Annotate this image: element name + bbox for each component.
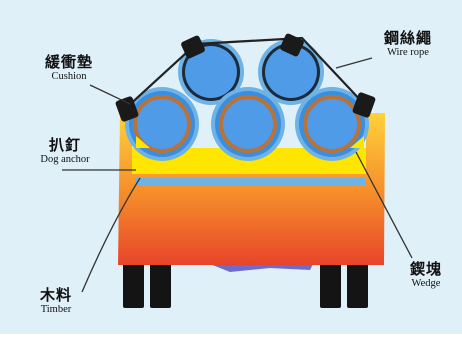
leader-wire-rope — [335, 57, 373, 69]
cushion-pad — [181, 35, 205, 59]
wheel-right-2 — [347, 262, 368, 308]
pipe — [211, 87, 285, 161]
label-wedge: 鍥塊 Wedge — [398, 260, 454, 289]
leader-lines — [62, 57, 413, 293]
label-wire-rope-zh: 鋼絲繩 — [383, 29, 432, 47]
truck-frame — [118, 113, 385, 265]
wire-rope — [125, 36, 365, 109]
cushion-pad — [280, 33, 304, 57]
wheel-right-1 — [320, 262, 341, 308]
label-cushion-zh: 緩衝墊 — [44, 53, 93, 71]
timber-strip — [135, 178, 365, 186]
label-wedge-en: Wedge — [411, 277, 441, 289]
wedges — [136, 136, 364, 148]
label-wedge-zh: 鍥塊 — [409, 260, 442, 278]
label-cushion-en: Cushion — [51, 70, 87, 82]
label-dog-anchor: 扒釘 Dog anchor — [22, 136, 108, 165]
pipes — [125, 39, 369, 161]
cushions — [115, 33, 376, 122]
wheels — [123, 262, 368, 308]
pipe — [258, 39, 324, 105]
label-timber-zh: 木料 — [39, 286, 72, 304]
label-wire-rope: 鋼絲繩 Wire rope — [370, 29, 446, 58]
wedge-piece — [136, 136, 150, 148]
wheel-left-2 — [150, 262, 171, 308]
label-cushion: 緩衝墊 Cushion — [34, 53, 104, 82]
cushion-pad — [352, 92, 376, 118]
label-dog-anchor-en: Dog anchor — [40, 153, 90, 165]
wedge-piece — [350, 136, 364, 148]
leader-wedge — [355, 151, 413, 259]
label-dog-anchor-zh: 扒釘 — [48, 136, 81, 154]
pipe — [178, 39, 244, 105]
leader-cushion — [89, 84, 131, 105]
pipe — [295, 87, 369, 161]
wheel-left-1 — [123, 262, 144, 308]
label-timber-en: Timber — [40, 303, 72, 315]
cushion-pad — [115, 96, 139, 122]
label-timber: 木料 Timber — [26, 286, 86, 315]
label-wire-rope-en: Wire rope — [387, 46, 429, 58]
leader-timber — [81, 177, 141, 293]
